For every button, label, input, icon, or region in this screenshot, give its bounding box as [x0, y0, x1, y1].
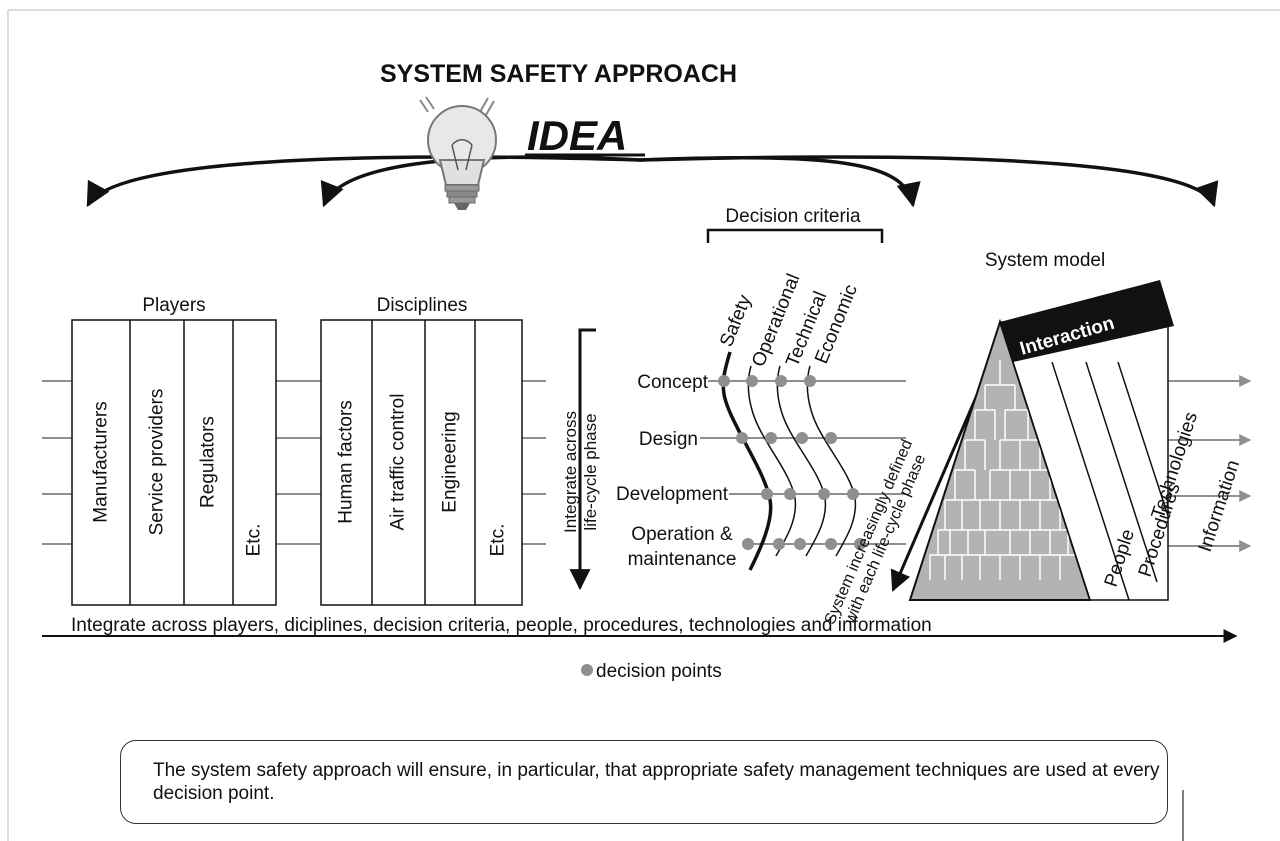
- decision-criteria-heading: Decision criteria: [725, 206, 861, 227]
- lifecycle-arrow: [569, 328, 596, 591]
- summary-note: The system safety approach will ensure, …: [120, 740, 1168, 824]
- system-model-heading: System model: [985, 250, 1105, 271]
- players-dividers: [129, 320, 234, 605]
- idea-label: IDEA: [527, 112, 627, 159]
- decision-criteria-bracket: [706, 228, 884, 243]
- discipline-etc: Etc.: [488, 524, 509, 557]
- disciplines-box: [320, 319, 523, 606]
- player-etc: Etc.: [244, 524, 265, 557]
- players-box: [71, 319, 277, 606]
- phase-concept: Concept: [637, 372, 708, 393]
- phase-development: Development: [616, 484, 729, 505]
- discipline-air-traffic-control: Air traffic control: [388, 394, 409, 531]
- player-service-providers: Service providers: [147, 389, 168, 536]
- disciplines-dividers: [371, 320, 476, 605]
- interaction-header: [1000, 280, 1174, 362]
- bottom-integration-label: Integrate across players, diciplines, de…: [71, 615, 932, 636]
- players-heading: Players: [142, 295, 205, 316]
- flow-lines: [42, 375, 1252, 552]
- legend-label: decision points: [596, 661, 722, 682]
- legend-decision-point-dot: [581, 664, 593, 676]
- player-manufacturers: Manufacturers: [91, 401, 112, 522]
- lightbulb-icon: [419, 96, 497, 210]
- discipline-human-factors: Human factors: [336, 400, 357, 524]
- disciplines-heading: Disciplines: [377, 295, 468, 316]
- lifecycle-arrow-label: Integrate across life-cycle phase: [561, 411, 600, 533]
- idea-arcs: [86, 155, 1219, 208]
- criteria-curves: [721, 351, 857, 571]
- phase-design: Design: [639, 429, 698, 450]
- player-regulators: Regulators: [198, 416, 219, 508]
- system-column-information: Information: [1195, 458, 1244, 555]
- diagram-title: SYSTEM SAFETY APPROACH: [380, 60, 737, 88]
- svg-text:life-cycle phase: life-cycle phase: [581, 413, 600, 530]
- svg-text:Integrate across: Integrate across: [561, 411, 580, 533]
- phase-operation: Operation &: [631, 524, 733, 545]
- phase-maintenance: maintenance: [628, 549, 737, 570]
- summary-note-text: The system safety approach will ensure, …: [153, 760, 1160, 804]
- system-hierarchy-tree: [929, 360, 1075, 580]
- discipline-engineering: Engineering: [440, 411, 461, 512]
- system-model-dividers: [1012, 361, 1169, 601]
- decision-point-dots: [718, 375, 866, 550]
- criterion-safety: Safety: [716, 292, 756, 350]
